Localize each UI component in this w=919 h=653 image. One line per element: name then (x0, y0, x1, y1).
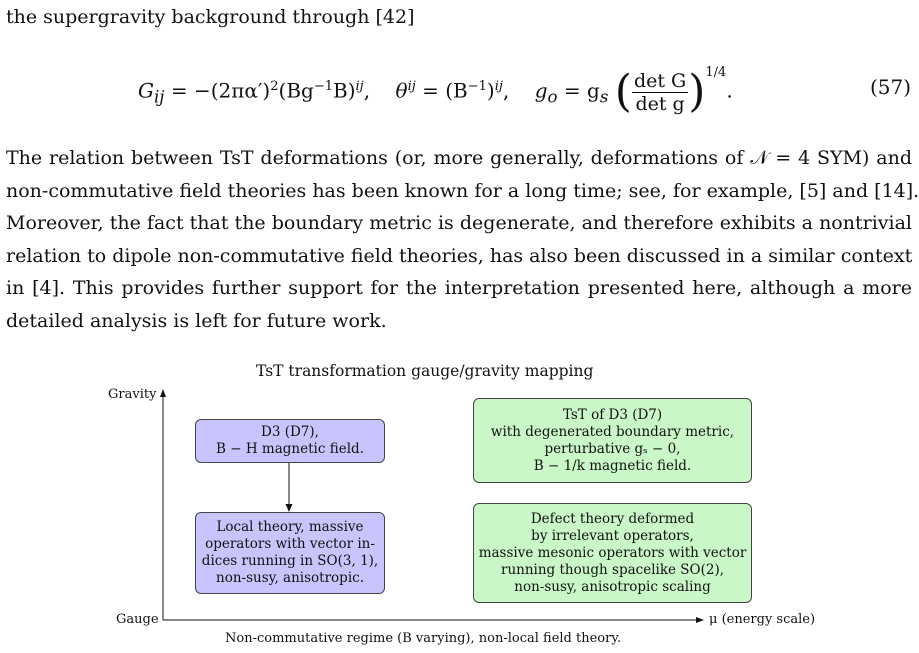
eq-frac-num: det G (631, 69, 689, 93)
tst-d3-box: TsT of D3 (D7) with degenerated boundary… (473, 398, 752, 483)
box-line: B − 1/k magnetic field. (533, 457, 692, 474)
figure: TsT transformation gauge/gravity mapping… (0, 355, 919, 653)
eq-go-sub: o (547, 87, 558, 107)
box-line: with degenerated boundary metric, (490, 423, 735, 440)
x-axis-label: μ (energy scale) (709, 612, 816, 627)
paragraph-line: non-commutative field theories has been … (6, 179, 919, 202)
eq-go: g (534, 78, 548, 103)
box-line: Defect theory deformed (530, 510, 695, 527)
eq-theta-rhs-a: = (B (415, 78, 468, 103)
box-line: B − H magnetic field. (216, 441, 364, 457)
figure-caption: Non-commutative regime (B varying), non-… (225, 631, 622, 646)
eq-g-rhs-c: B) (333, 78, 356, 103)
box-line: non-susy, anisotropic. (216, 570, 364, 586)
eq-g-rhs-a: = −(2πα′) (164, 78, 271, 103)
eq-g-rhs-b: (Bg (278, 78, 314, 103)
box-line: Local theory, massive (216, 519, 364, 535)
y-axis-arrow-icon (160, 389, 166, 397)
equation-body: Gij = −(2πα′)2(Bg−1B)ij, θij = (B−1)ij, … (138, 65, 733, 118)
equation-57: Gij = −(2πα′)2(Bg−1B)ij, θij = (B−1)ij, … (0, 54, 919, 120)
paragraph-line: in [4]. This provides further support fo… (6, 277, 912, 300)
paragraph-line: The relation between TsT deformations (o… (6, 147, 912, 169)
eq-gs-sub: s (599, 87, 609, 107)
eq-g-lhs: G (138, 78, 154, 103)
eq-theta: θ (395, 78, 408, 103)
box-line: running though spacelike SO(2), (500, 561, 725, 578)
local-theory-box: Local theory, massive operators with vec… (195, 512, 385, 594)
y-axis-top-label: Gravity (108, 387, 157, 402)
connector-arrow-icon (285, 504, 293, 512)
equation-number: (57) (869, 75, 911, 99)
eq-g-sub: ij (153, 87, 165, 107)
d3-d7-box: D3 (D7), B − H magnetic field. (195, 419, 385, 463)
intro-line: the supergravity background through [42] (6, 6, 415, 28)
box-line: dices running in SO(3, 1), (201, 553, 379, 569)
paragraph-line: relation to dipole non-commutative field… (6, 244, 913, 267)
box-line: TsT of D3 (D7) (562, 406, 663, 423)
paragraph-line: Moreover, the fact that the boundary met… (6, 212, 912, 235)
box-line: perturbative gₛ − 0, (544, 440, 681, 457)
eq-gs: = g (557, 78, 600, 103)
eq-theta-rhs-b: ) (486, 78, 495, 103)
figure-title: TsT transformation gauge/gravity mapping (256, 362, 594, 380)
defect-theory-box: Defect theory deformed by irrelevant ope… (473, 503, 752, 603)
box-line: massive mesonic operators with vector (478, 544, 747, 561)
box-line: by irrelevant operators, (531, 527, 694, 544)
body-paragraph: The relation between TsT deformations (o… (6, 142, 919, 338)
paragraph-line: detailed analysis is left for future wor… (6, 309, 387, 332)
y-axis-bottom-label: Gauge (116, 612, 159, 627)
box-line: non-susy, anisotropic scaling (514, 578, 711, 595)
box-line: operators with vector in- (205, 536, 375, 552)
eq-frac-den: det g (635, 92, 685, 115)
figure-axes (160, 389, 704, 623)
eq-exponent: 1/4 (705, 65, 727, 80)
x-axis-arrow-icon (696, 617, 704, 623)
box-line: D3 (D7), (261, 424, 319, 440)
